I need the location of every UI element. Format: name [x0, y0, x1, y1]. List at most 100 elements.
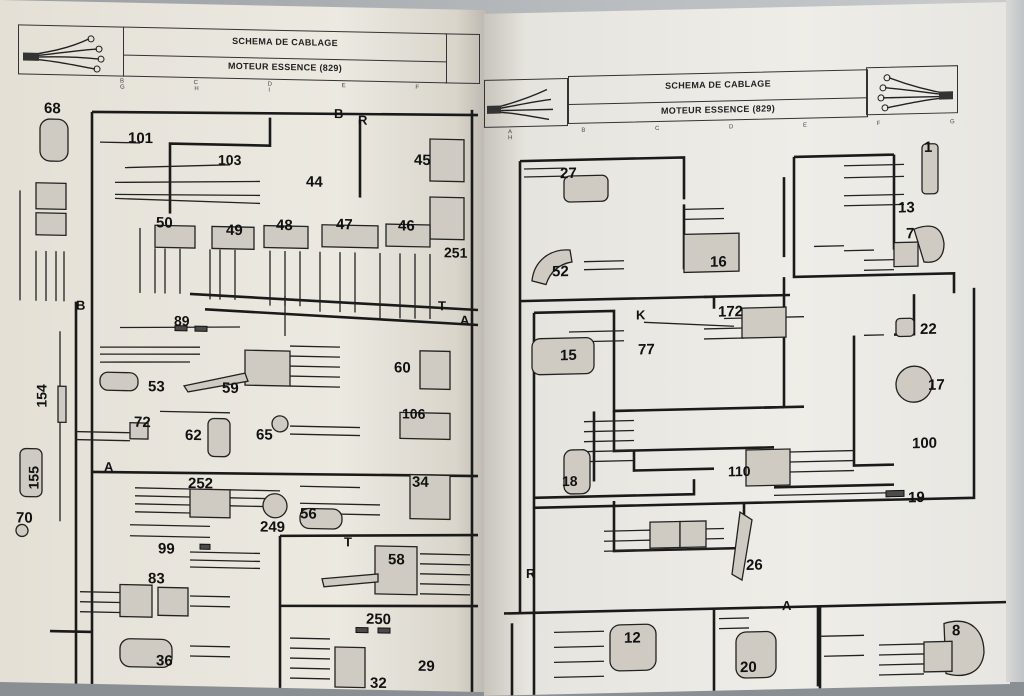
comp-label-34: 34 [412, 473, 429, 491]
comp-label-22: 22 [920, 320, 937, 339]
fuse-154 [57, 385, 67, 424]
comp-label-100: 100 [912, 434, 938, 453]
switch-1 [921, 143, 939, 195]
comp-label-110: 110 [728, 462, 751, 480]
right-wiring-diagram [504, 143, 1010, 696]
fuse-99 [199, 543, 211, 550]
right-harness-icon-box [866, 65, 958, 116]
comp-label-99: 99 [158, 540, 175, 558]
starter-15 [531, 336, 595, 376]
lighter-56 [299, 507, 343, 530]
comp-label-47: 47 [336, 216, 353, 234]
switch-72 [129, 422, 149, 440]
lamp-7 [913, 225, 945, 263]
connector-26a [649, 520, 681, 549]
comp-label-89: 89 [174, 312, 190, 329]
switch-58 [374, 545, 418, 596]
connector-26b [679, 520, 707, 549]
comp-label-32: 32 [370, 674, 387, 693]
page-stack-edge [1006, 0, 1024, 682]
stalk-58 [321, 573, 379, 588]
wire-harness-icon [877, 74, 953, 112]
comp-label-172: 172 [718, 303, 744, 321]
connector-48 [263, 224, 309, 250]
comp-label-251: 251 [444, 244, 468, 261]
right-page: SCHEMA DE CABLAGE MOTEUR ESSENCE (829) A… [484, 2, 1010, 696]
comp-label-154: 154 [33, 384, 50, 408]
comp-label-250: 250 [366, 610, 392, 629]
comp-label-18: 18 [562, 472, 578, 490]
relay-252 [189, 488, 231, 519]
comp-label-17: 17 [928, 376, 945, 394]
comp-label-103: 103 [218, 151, 242, 169]
comp-label-62: 62 [185, 426, 202, 445]
fuse-89b [194, 325, 208, 332]
left-wiring-diagram [15, 109, 479, 692]
comp-label-59: 59 [222, 379, 239, 397]
comp-label-27: 27 [560, 164, 577, 183]
connector-45 [429, 138, 465, 183]
comp-label-19: 19 [908, 488, 925, 507]
comp-label-72: 72 [134, 413, 151, 432]
comp-label-50: 50 [156, 214, 173, 232]
comp-label-49: 49 [226, 221, 243, 240]
comp-label-7: 7 [906, 225, 915, 243]
bus-label-a-left: A [104, 459, 114, 475]
relay-27 [563, 174, 609, 203]
comp-label-77: 77 [638, 341, 655, 359]
connector-7 [893, 241, 919, 268]
comp-label-68: 68 [44, 99, 61, 118]
comp-label-12: 12 [624, 629, 641, 647]
lamp-8 [943, 620, 985, 677]
comp-label-65: 65 [256, 426, 273, 444]
comp-label-52: 52 [552, 263, 569, 281]
sensor-65 [271, 415, 289, 433]
comp-label-53: 53 [148, 378, 165, 396]
switch-53 [99, 371, 139, 392]
comp-label-44: 44 [306, 173, 323, 191]
comp-label-252: 252 [188, 474, 214, 493]
right-harness-icon-left-box [484, 78, 568, 128]
comp-label-60: 60 [394, 359, 411, 377]
wire-harness-icon-left [487, 88, 553, 121]
comp-label-15: 15 [560, 346, 577, 365]
comp-label-16: 16 [710, 253, 727, 271]
fuse-89 [174, 325, 188, 332]
switch-62 [207, 417, 231, 458]
horn-52 [531, 249, 573, 286]
left-page: SCHEMA DE CABLAGE MOTEUR ESSENCE (829) B… [0, 0, 486, 693]
relay-83b [157, 586, 189, 617]
sensor-26 [731, 511, 753, 582]
switch-34 [409, 473, 451, 521]
fuse-249 [262, 493, 288, 519]
bus-label-a: A [782, 597, 792, 614]
sensor-22 [895, 317, 915, 338]
comp-label-56: 56 [300, 505, 317, 523]
relay-110 [745, 448, 791, 487]
bus-label-a-mid: A [460, 312, 470, 328]
comp-label-249: 249 [260, 518, 286, 536]
comp-label-1: 1 [924, 138, 933, 156]
wire-harness-icon [23, 35, 105, 73]
left-harness-icon-box [18, 24, 124, 77]
coil-18 [563, 449, 591, 495]
comp-label-13: 13 [898, 199, 915, 217]
bulb-70 [15, 523, 29, 538]
comp-label-48: 48 [276, 216, 293, 235]
relay-172 [741, 306, 787, 339]
bus-label-b-top: B [334, 105, 344, 122]
comp-label-46: 46 [398, 217, 415, 235]
connector-8 [923, 640, 953, 673]
comp-label-83: 83 [148, 570, 165, 588]
comp-label-29: 29 [418, 657, 435, 676]
unit-60 [419, 350, 451, 391]
switch-106 [399, 411, 451, 441]
bus-label-t-mid: T [438, 298, 446, 314]
connector-50 [154, 224, 196, 249]
terminal-19 [885, 489, 905, 498]
comp-label-8: 8 [952, 622, 961, 640]
connector-68c [35, 212, 67, 237]
distributor-12 [609, 623, 657, 672]
relay-83a [119, 583, 153, 618]
